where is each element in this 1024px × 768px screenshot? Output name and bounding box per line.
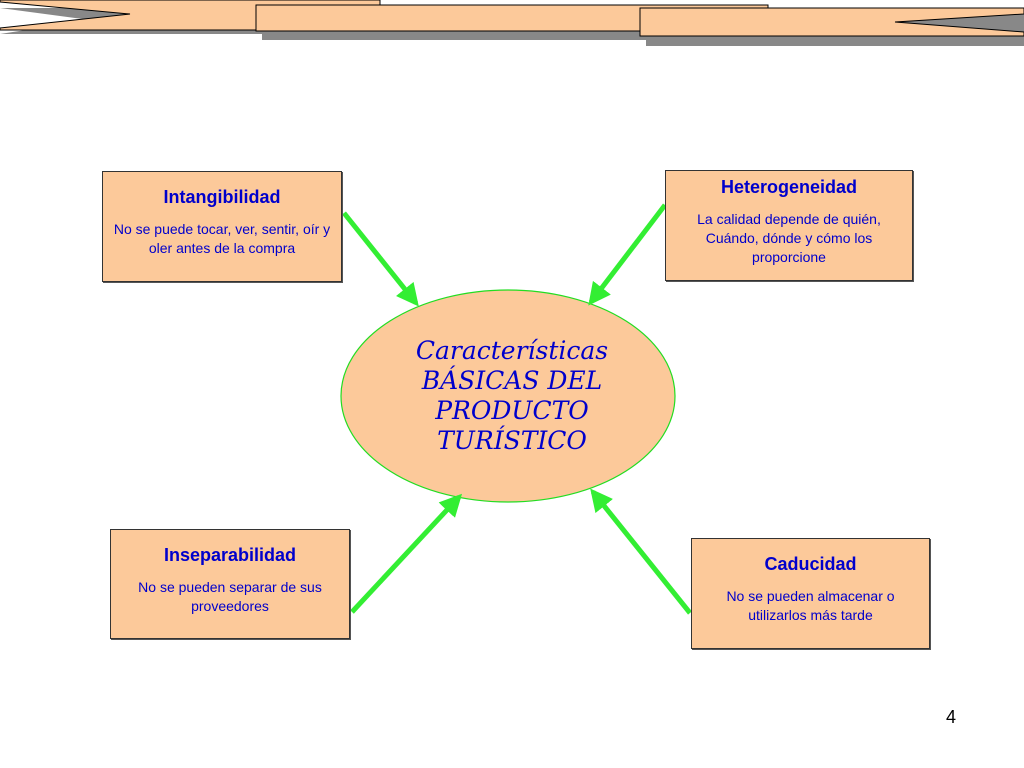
box-description: La calidad depende de quién, Cuándo, dón… [697, 211, 881, 265]
central-ellipse [340, 289, 676, 503]
arrow-inseparabilidad [350, 493, 463, 614]
arrow-heterogeneidad [588, 203, 667, 306]
box-title: Caducidad [764, 554, 857, 574]
box-title: Inseparabilidad [163, 545, 297, 565]
box-description: No se pueden separar de sus proveedores [138, 579, 322, 614]
central-title-line-1: Características [415, 336, 609, 365]
box-inseparabilidad: Inseparabilidad No se pueden separar de … [110, 529, 350, 639]
box-title: Heterogeneidad [720, 177, 858, 197]
box-description: No se pueden almacenar o utilizarlos más… [726, 588, 895, 623]
page-number: 4 [946, 707, 957, 727]
central-title-line-2: BÁSICAS DEL [421, 366, 603, 395]
box-title: Intangibilidad [163, 187, 281, 207]
central-title-line-4: TURÍSTICO [437, 426, 587, 455]
top-banner [0, 0, 1024, 46]
box-caducidad: Caducidad No se pueden almacenar o utili… [691, 538, 930, 649]
box-intangibilidad: Intangibilidad No se puede tocar, ver, s… [102, 171, 342, 282]
central-title-line-3: PRODUCTO [435, 396, 589, 425]
arrow-caducidad [590, 488, 692, 615]
central-title: Características BÁSICAS DEL PRODUCTO TUR… [372, 336, 652, 456]
box-description: No se puede tocar, ver, sentir, oír y ol… [113, 221, 331, 256]
box-heterogeneidad: Heterogeneidad La calidad depende de qui… [665, 170, 913, 281]
banner-ribbon-right [639, 7, 1024, 37]
arrow-intangibilidad [342, 211, 419, 307]
